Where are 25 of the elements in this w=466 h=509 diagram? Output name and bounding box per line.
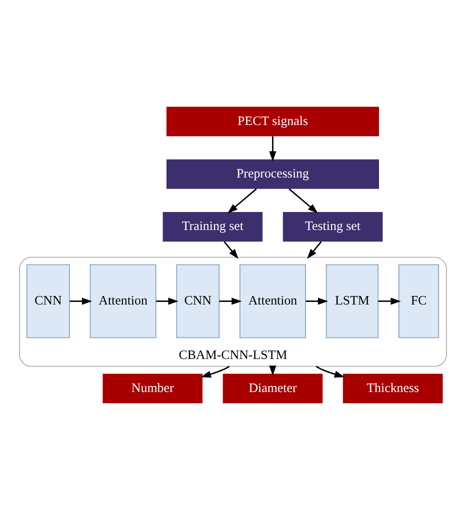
arrow	[200, 365, 230, 378]
arrow	[306, 297, 328, 304]
arrow	[269, 136, 276, 161]
node-box: Training set	[162, 212, 263, 242]
node-box: Testing set	[282, 212, 383, 242]
node-box: Preprocessing	[166, 158, 379, 188]
node-box: PECT signals	[166, 106, 379, 136]
node-box: FC	[398, 264, 440, 338]
arrow	[378, 297, 401, 304]
arrow	[306, 240, 322, 258]
arrow	[316, 365, 345, 378]
node-box: LSTM	[326, 264, 379, 338]
node-box: Attention	[90, 264, 156, 338]
node-box: Diameter	[222, 373, 323, 403]
node-box: CNN	[26, 264, 70, 338]
arrow	[288, 188, 318, 213]
arrow	[227, 188, 257, 213]
node-box: CNN	[176, 264, 220, 338]
node-box: Attention	[239, 264, 306, 338]
arrow	[224, 240, 238, 258]
arrow	[156, 297, 178, 304]
node-box: Thickness	[342, 373, 443, 403]
arrow	[219, 297, 242, 304]
arrow	[70, 297, 92, 304]
node-box: Number	[102, 373, 202, 403]
